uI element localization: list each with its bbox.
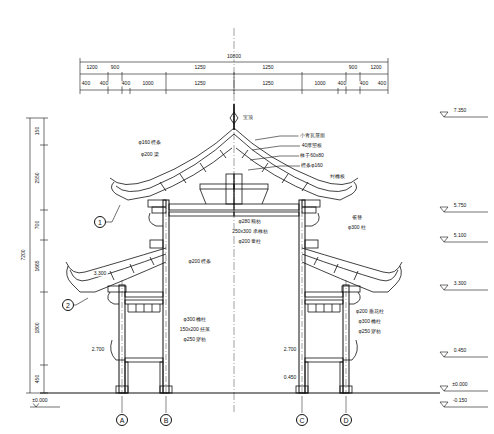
annotation-label: 2.700 xyxy=(283,347,298,352)
annotation-label: 0.450 xyxy=(453,348,468,353)
annotation-label: 1250 xyxy=(193,65,206,70)
annotation-label: 700 xyxy=(35,220,40,230)
axis-bubble: B xyxy=(160,414,172,426)
annotation-label: 2.700 xyxy=(91,347,106,352)
annotation-label: 1665 xyxy=(35,259,40,272)
axis-letter: A xyxy=(120,417,125,424)
annotation-label: 450 xyxy=(35,374,40,384)
annotation-label: ±0.000 xyxy=(451,382,468,387)
pavilion-right xyxy=(234,104,402,413)
annotation-label: φ300 檐柱 xyxy=(358,319,383,324)
annotation-label: 150 xyxy=(35,126,40,136)
annotation-label: φ200 梁 xyxy=(140,152,160,157)
annotation-label: 250x300 承椽枋 xyxy=(231,229,269,234)
axis-bubble: C xyxy=(296,414,308,426)
axis-letter: D xyxy=(343,417,348,424)
annotation-label: 椽子60x80 xyxy=(299,153,325,158)
annotation-label: 400 xyxy=(359,81,369,86)
annotation-label: 400 xyxy=(99,81,109,86)
drawing-stroke xyxy=(26,118,48,393)
axis-bubble: D xyxy=(340,414,352,426)
annotation-label: 400 xyxy=(337,81,347,86)
annotation-label: 封檐板 xyxy=(329,174,346,179)
axis-letter: 2 xyxy=(66,302,70,309)
drawing-stroke xyxy=(248,136,300,170)
annotation-label: -0.150 xyxy=(452,398,468,403)
annotation-label: 7.350 xyxy=(453,108,468,113)
annotation-label: φ300 柱 xyxy=(347,225,367,230)
axis-bubble: 2 xyxy=(62,299,74,311)
annotation-label: 10800 xyxy=(226,54,242,59)
annotation-label: 3.300 xyxy=(93,271,108,276)
axis-bubble: A xyxy=(116,414,128,426)
annotation-label: φ200 垂花柱 xyxy=(355,309,385,314)
axis-bubble: 1 xyxy=(94,216,106,228)
annotation-label: φ200 檩条 xyxy=(188,259,213,264)
drawing-stroke xyxy=(234,104,402,413)
drawing-stroke xyxy=(74,298,88,305)
annotation-label: 雀替 xyxy=(351,215,363,220)
drawing-stroke xyxy=(80,58,388,94)
drawing-stroke xyxy=(44,118,45,393)
annotation-label: φ160 檩条 xyxy=(138,140,163,145)
dimension-lines xyxy=(26,28,488,412)
annotation-label: φ250 穿枋 xyxy=(183,337,208,342)
annotation-label: 2550 xyxy=(35,171,40,184)
annotation-label: 宝顶 xyxy=(242,115,254,120)
annotation-label: 3.300 xyxy=(453,281,468,286)
annotation-label: φ300 檐柱 xyxy=(183,317,208,322)
drawing-stroke xyxy=(80,62,388,63)
drawing-stroke xyxy=(106,205,120,222)
drawing-stroke xyxy=(30,118,31,393)
annotation-label: 小青瓦屋面 xyxy=(299,133,326,138)
annotation-label: φ280 额枋 xyxy=(238,219,263,224)
annotation-label: ±0.000 xyxy=(31,398,48,403)
annotation-label: 1250 xyxy=(261,65,274,70)
annotation-label: 7200 xyxy=(21,248,26,261)
drawing-stroke xyxy=(444,117,488,407)
annotation-label: 1200 xyxy=(369,65,382,70)
annotation-label: 1000 xyxy=(141,81,154,86)
annotation-label: 1250 xyxy=(261,81,274,86)
axis-letter: C xyxy=(299,417,304,424)
annotation-label: φ200 童柱 xyxy=(238,239,263,244)
annotation-label: 1250 xyxy=(193,81,206,86)
annotation-label: 1200 xyxy=(85,65,98,70)
annotation-label: 400 xyxy=(121,81,131,86)
annotation-label: 400 xyxy=(81,81,91,86)
annotation-label: 900 xyxy=(110,65,120,70)
annotation-label: 檩条φ160 xyxy=(300,163,324,168)
annotation-label: 400 xyxy=(377,81,387,86)
annotation-label: 900 xyxy=(348,65,358,70)
pavilion-left xyxy=(66,104,234,413)
annotation-label: φ250 穿枋 xyxy=(358,329,383,334)
axis-letter: B xyxy=(164,417,169,424)
annotation-label: 1800 xyxy=(35,321,40,334)
annotation-label: 5.750 xyxy=(453,203,468,208)
drawing-stroke xyxy=(66,104,234,413)
axis-letter: 1 xyxy=(98,219,102,226)
drawing-stroke xyxy=(440,112,448,407)
annotation-label: 1000 xyxy=(313,81,326,86)
drawing-stroke xyxy=(40,392,440,393)
annotation-label: 5.100 xyxy=(453,233,468,238)
annotation-label: 150x200 挂落 xyxy=(179,327,212,332)
annotation-label: 40厚望板 xyxy=(301,143,324,148)
annotation-label: 0.450 xyxy=(283,375,298,380)
